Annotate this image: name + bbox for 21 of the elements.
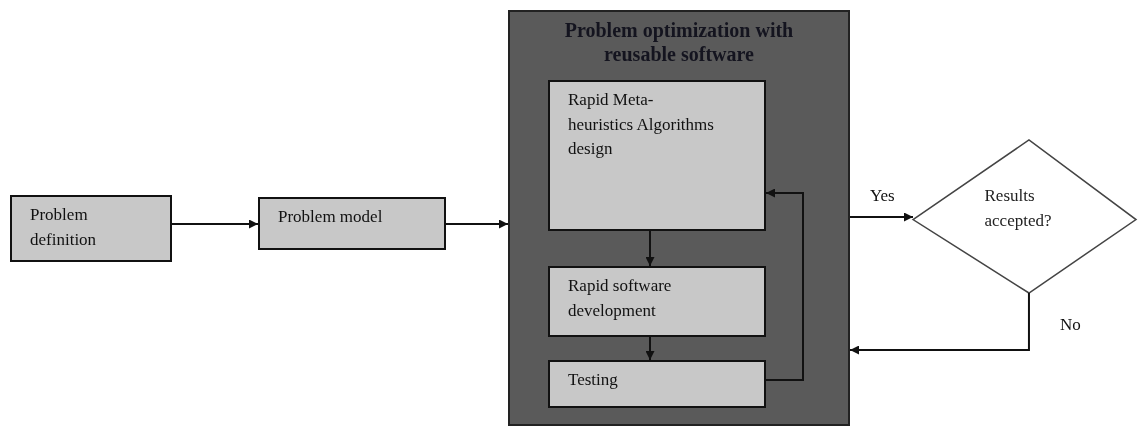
node-text: Rapid software development <box>568 275 673 322</box>
arrow <box>849 292 1030 355</box>
group-title: Problem optimization with reusable software <box>563 18 795 66</box>
node-text: Problem model <box>278 206 384 228</box>
process-box <box>258 197 446 250</box>
process-box <box>548 360 766 408</box>
arrow <box>765 188 804 381</box>
arrow <box>445 219 509 229</box>
node-text: Problem definition <box>30 204 98 251</box>
arrow <box>849 212 914 222</box>
node-text: Testing <box>568 369 619 391</box>
arrow <box>645 336 655 361</box>
arrow <box>645 230 655 267</box>
process-box <box>548 80 766 231</box>
node-text: Rapid Meta-heuristics Algorithms design <box>568 89 715 161</box>
group-box <box>508 10 850 426</box>
decision-diamond <box>911 139 1138 294</box>
arrow <box>171 219 259 229</box>
decision-text: Results accepted? <box>984 184 1053 232</box>
process-box <box>10 195 172 262</box>
process-box <box>548 266 766 337</box>
